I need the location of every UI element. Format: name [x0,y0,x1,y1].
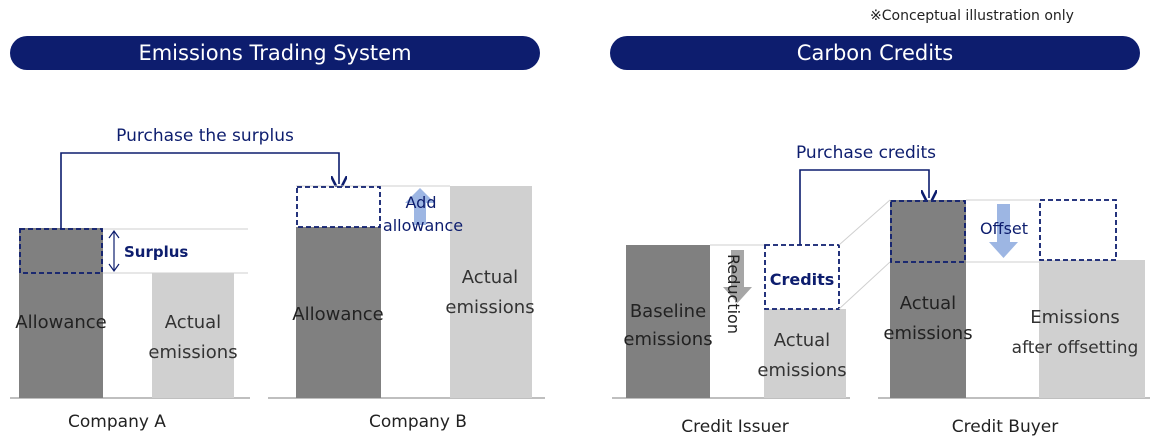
add-allowance-arrow-icon [405,188,435,225]
issuer-actual-label-1: Actual [774,330,830,351]
disclaimer-note: ※Conceptual illustration only [870,8,1074,24]
purchase-surplus-arrow [60,152,339,229]
purchase-credits-label: Purchase credits [796,143,936,163]
emissions-trading-title: Emissions Trading System [10,36,540,70]
credits-transfer-line-bottom [838,261,891,310]
reduction-arrow-icon [723,250,752,303]
issuer-baseline-label-2: emissions [623,329,712,350]
add-allowance-label-2: allowance [383,216,463,235]
company-a-allowance-label: Allowance [15,312,106,333]
credit-buyer-name: Credit Buyer [952,417,1058,437]
company-b-name: Company B [369,412,467,432]
offset-box [1039,199,1117,261]
buyer-actual-label-2: emissions [883,323,972,344]
buyer-actual-bar [890,200,966,398]
company-a-allowance-bar [19,228,103,398]
buyer-after-label-2: after offsetting [1012,338,1139,358]
buyer-after-offset-bar [1039,260,1145,398]
company-b-added-allowance-box [296,186,381,228]
company-a-actual-label-2: emissions [148,342,237,363]
company-a-actual-label-1: Actual [165,312,221,333]
buyer-after-label-1: Emissions [1030,307,1119,328]
offset-label: Offset [980,219,1028,238]
company-b-actual-bar [450,186,532,398]
company-a-name: Company A [68,412,166,432]
reduction-label: Reduction [724,254,743,334]
purchase-surplus-label: Purchase the surplus [116,126,294,146]
add-allowance-label-1: Add [406,193,437,212]
issuer-baseline-bar [626,245,710,398]
credits-label: Credits [770,270,835,289]
credit-issuer-name: Credit Issuer [681,417,788,437]
purchase-credits-arrow [799,169,929,245]
company-a-actual-bar [152,273,234,398]
credits-transfer-line-top [838,199,891,246]
company-b-actual-label-1: Actual [462,267,518,288]
buyer-actual-label-1: Actual [900,293,956,314]
issuer-baseline-label-1: Baseline [630,301,706,322]
credits-box [764,244,840,310]
surplus-label: Surplus [124,243,188,261]
company-b-allowance-bar [296,227,381,398]
carbon-credits-title: Carbon Credits [610,36,1140,70]
buyer-credits-box [890,200,966,263]
issuer-actual-label-2: emissions [757,360,846,381]
company-b-actual-label-2: emissions [445,297,534,318]
offset-arrow-icon [989,204,1018,258]
issuer-actual-bar [764,309,846,398]
company-b-allowance-label: Allowance [292,304,383,325]
